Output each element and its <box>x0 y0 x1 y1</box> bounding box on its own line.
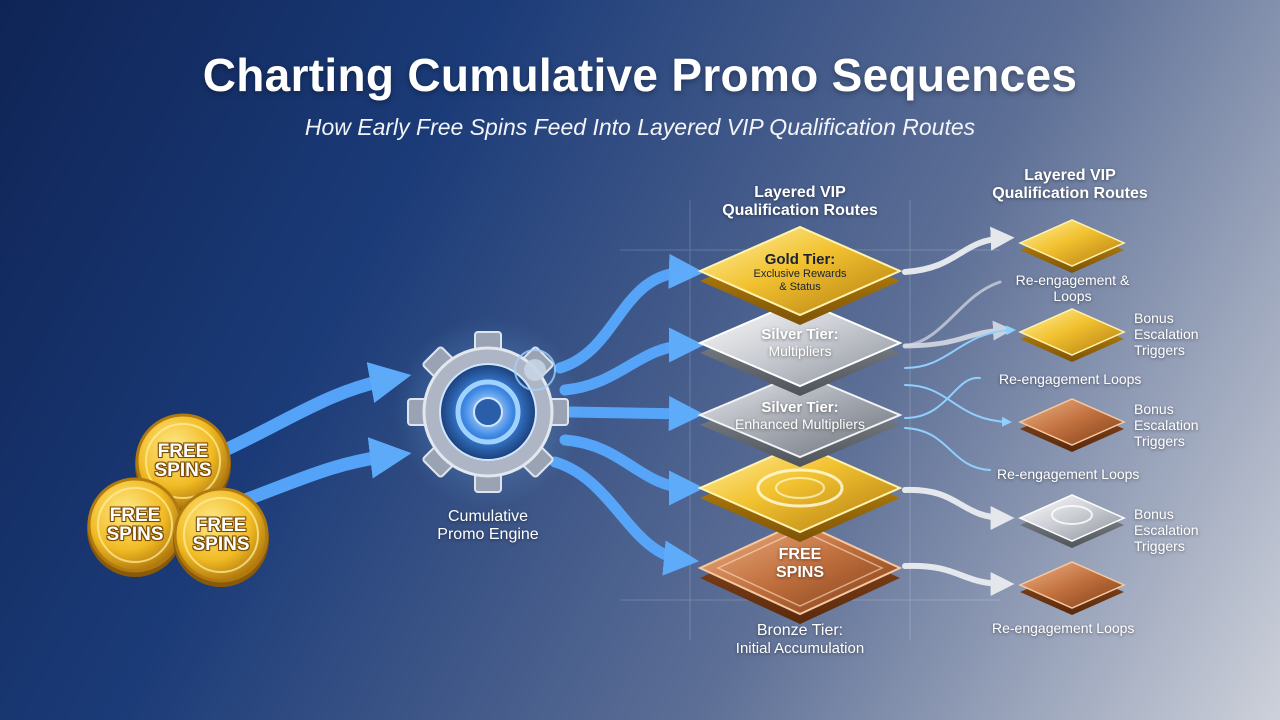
tier-silver-dark-label: Silver Tier: Enhanced Multipliers <box>735 399 865 433</box>
engine-arrow-bronze <box>549 456 700 576</box>
engine-arrow-silver <box>559 327 705 396</box>
engine-to-stack-arrows <box>549 253 705 576</box>
gear-icon <box>393 317 583 507</box>
tier-gold-plate <box>697 225 903 325</box>
route-arrow-7 <box>902 486 1015 530</box>
coin-left <box>87 477 183 577</box>
tier-bronze-plate <box>697 520 903 624</box>
route-arrow-2 <box>902 320 1013 349</box>
route-tile-bronze-2 <box>1018 561 1126 615</box>
route-tile-gold-2 <box>1018 308 1126 362</box>
route-tile-bronze-1 <box>1018 398 1126 452</box>
route-tile-silver <box>1018 494 1126 548</box>
stack-footer: Bronze Tier: Initial Accumulation <box>735 622 865 658</box>
engine-arrow-gold <box>554 253 705 374</box>
route-arrow-1 <box>902 226 1015 275</box>
tier-gold-swirl-plate <box>697 442 903 542</box>
page-title: Charting Cumulative Promo Sequences <box>202 49 1078 101</box>
free-spins-coins <box>87 413 269 587</box>
coin-arrow-lower <box>238 437 412 507</box>
engine-arrow-gold-swirl <box>559 434 705 506</box>
route-label-reengage-2: Re-engagement Loops <box>997 466 1140 482</box>
tier-silver-label: Silver Tier: Multipliers <box>761 326 839 360</box>
route-arrow-5 <box>904 376 981 419</box>
coin-right <box>173 487 269 587</box>
route-arrow-6 <box>904 427 991 471</box>
tier-stack <box>697 225 903 624</box>
route-arrow-8 <box>902 562 1015 596</box>
route-tile-gold-1 <box>1018 219 1126 273</box>
route-label-reengage-3: Re-engagement Loops <box>992 620 1135 636</box>
route-tiles <box>1018 219 1126 615</box>
coin-to-engine-arrows <box>218 362 412 507</box>
tier-silver-plate <box>697 298 903 396</box>
route-arrow-3 <box>904 325 1016 369</box>
tier-silver-dark-plate <box>697 371 903 467</box>
route-arrow-4 <box>904 384 1012 427</box>
route-arrow-2b <box>903 280 1002 348</box>
page-subtitle: How Early Free Spins Feed Into Layered V… <box>304 114 976 140</box>
route-label-reengage-loops: Re-engagement &Loops <box>1015 272 1130 305</box>
route-label-reengage-1: Re-engagement Loops <box>999 371 1142 387</box>
stack-to-route-arrows <box>902 226 1016 596</box>
tier-gold-label: Gold Tier: Exclusive Rewards & Status <box>753 251 847 293</box>
coin-arrow-upper <box>218 362 412 457</box>
engine-arrow-silver-dark <box>564 396 705 432</box>
